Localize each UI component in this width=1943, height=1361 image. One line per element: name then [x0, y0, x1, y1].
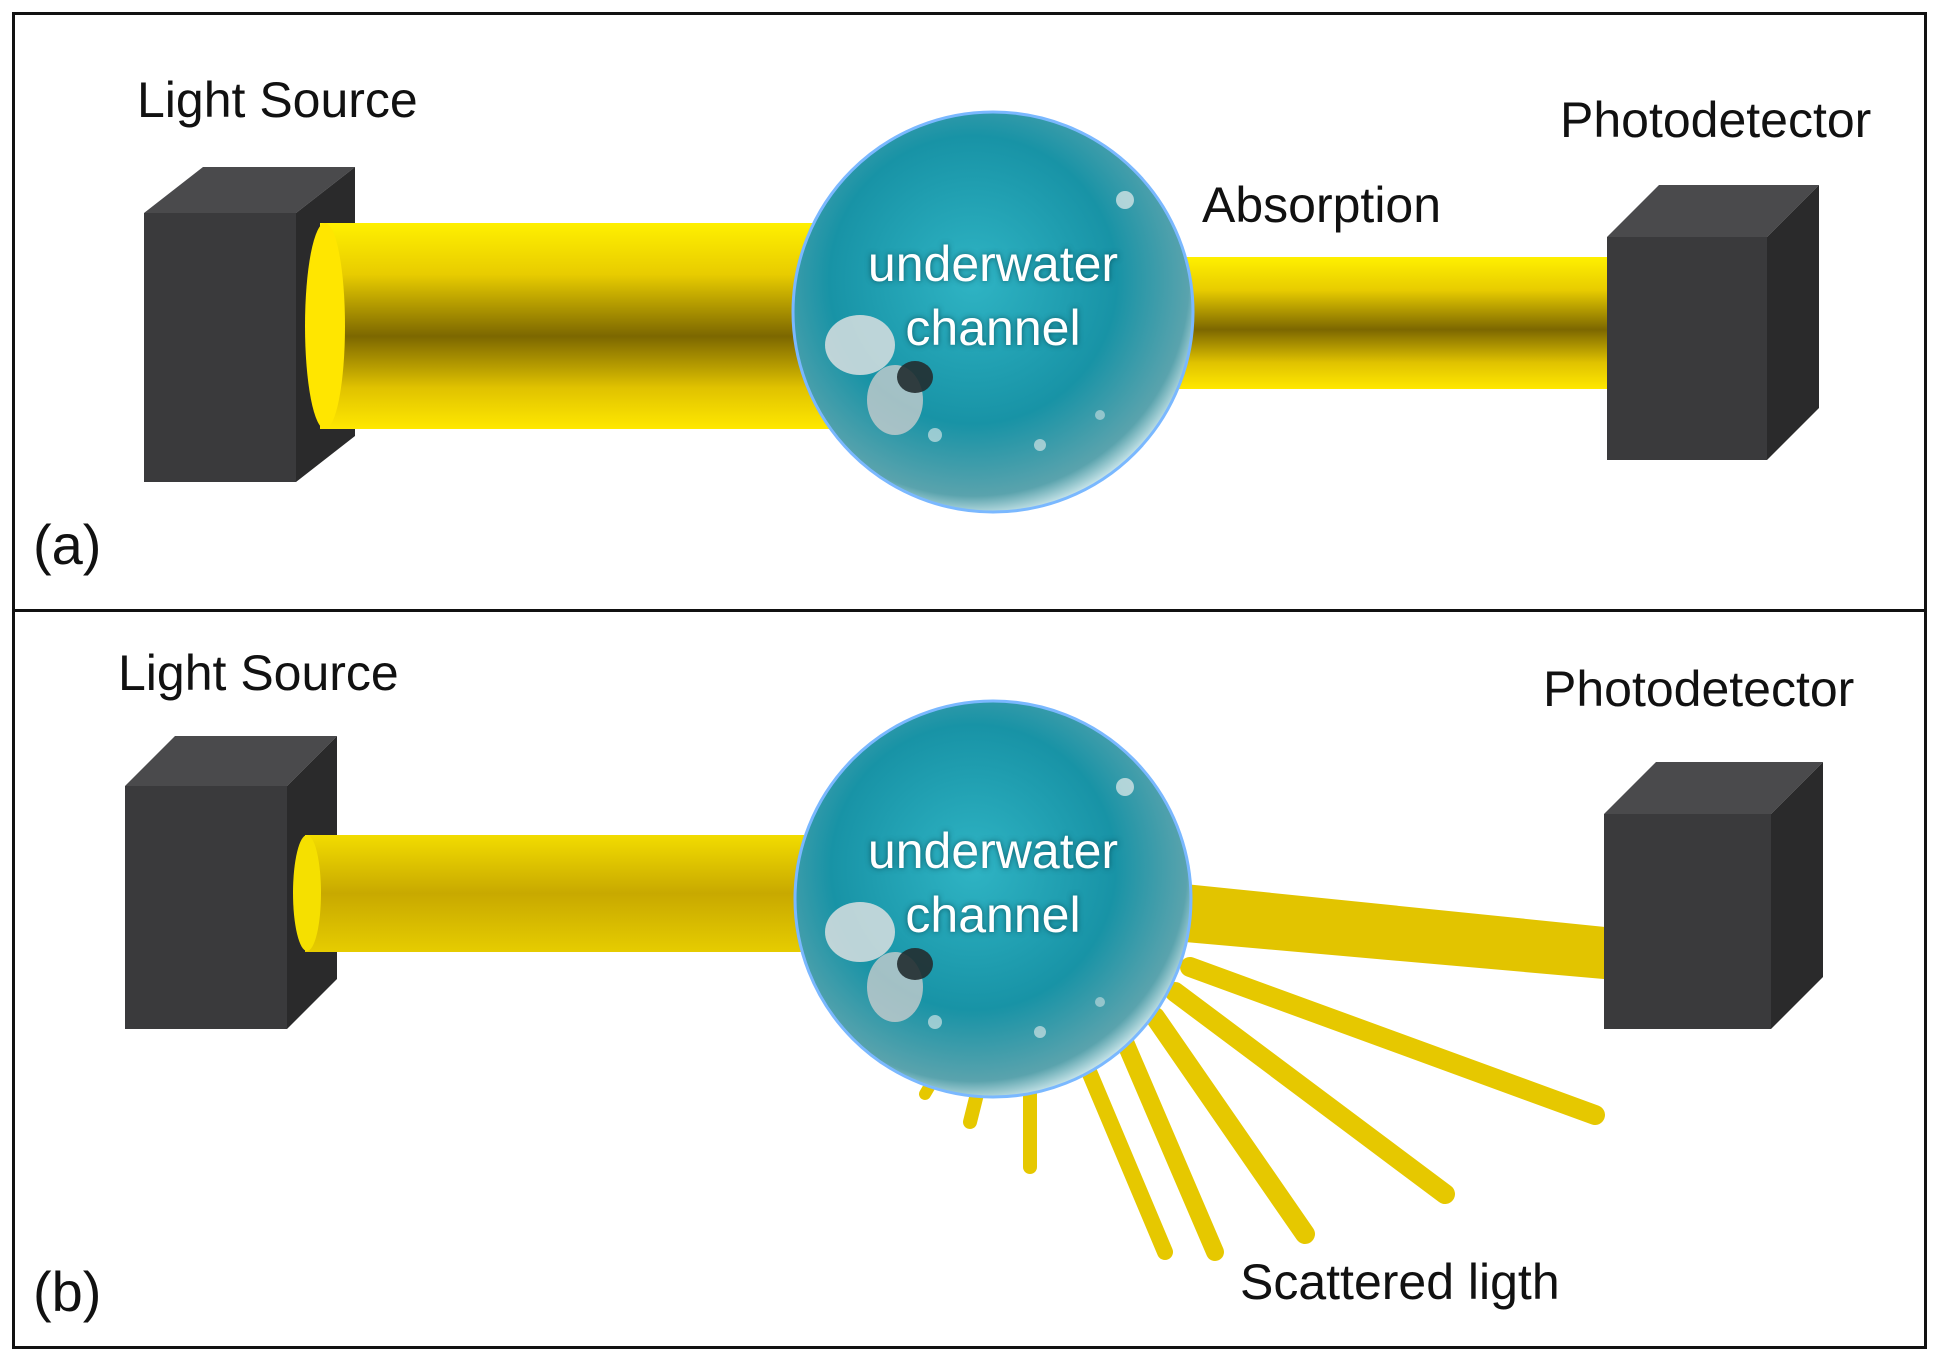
photodetector-label: Photodetector: [1560, 92, 1872, 148]
channel-label-line1: underwater: [867, 823, 1119, 879]
photodetector-box: [1604, 762, 1823, 1029]
incident-beam: [305, 223, 840, 429]
transmitted-beam: [1185, 884, 1615, 980]
panel-a: Light Source Photodetector Absorption un…: [12, 12, 1927, 612]
scattered-ray: [1145, 1007, 1315, 1244]
scattered-ray: [1165, 982, 1455, 1204]
scattered-rays: [919, 957, 1605, 1261]
channel-label-line2: channel: [905, 300, 1081, 356]
panel-letter-a: (a): [33, 513, 102, 576]
absorption-label: Absorption: [1202, 177, 1442, 233]
attenuated-beam: [1145, 257, 1615, 389]
underwater-channel-sphere: [793, 699, 1193, 1099]
panel-a-drawing: [144, 110, 1819, 514]
panel-b: Light Source Photodetector Scattered lig…: [12, 609, 1927, 1349]
photodetector-box: [1607, 185, 1819, 460]
channel-label-line1: underwater: [867, 236, 1119, 292]
scattered-light-label: Scattered ligth: [1240, 1254, 1560, 1310]
channel-label-line2: channel: [905, 887, 1081, 943]
channel-label: underwater channel: [793, 819, 1193, 947]
panel-letter-b: (b): [33, 1260, 102, 1323]
channel-label: underwater channel: [793, 232, 1193, 360]
scattered-ray: [1077, 1054, 1173, 1260]
underwater-channel-sphere: [791, 110, 1195, 514]
light-source-box: [125, 736, 337, 1029]
scattered-ray: [1116, 1033, 1224, 1261]
scattered-ray: [1180, 957, 1605, 1125]
panel-b-drawing: [125, 699, 1823, 1261]
photodetector-label: Photodetector: [1543, 661, 1855, 717]
light-source-label: Light Source: [118, 645, 399, 701]
incident-beam: [293, 835, 835, 952]
light-source-label: Light Source: [137, 72, 418, 128]
